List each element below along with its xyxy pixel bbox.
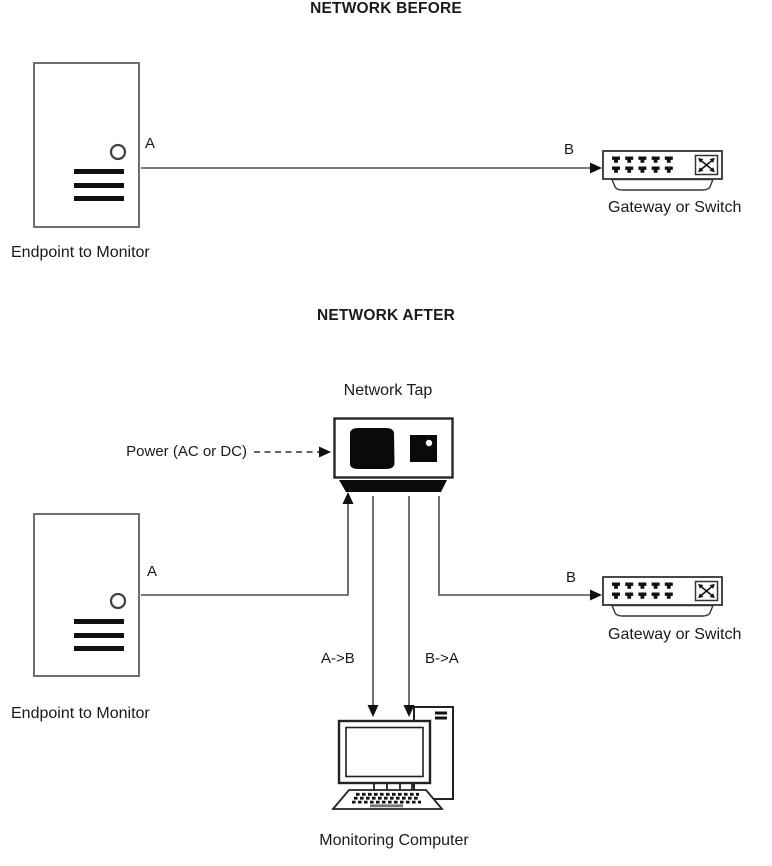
tap-to-monitor-ab-link [367,496,379,717]
monitor-stand [373,783,413,790]
before-switch-caption: Gateway or Switch [608,199,742,216]
tap-to-switch-link [438,496,602,601]
before-port-a-label: A [145,135,156,152]
monitoring-computer-icon [331,706,454,810]
flow-ba-label: B->A [425,650,459,667]
network-tap-icon [333,417,454,492]
power-label: Power (AC or DC) [126,443,247,460]
gateway-switch-icon [602,576,723,617]
switch-base [610,178,715,191]
arrowhead-right [319,446,331,458]
arrowhead-down [367,705,379,717]
monitor-screen [345,726,424,778]
before-port-b-label: B [564,141,575,158]
after-endpoint-caption: Endpoint to Monitor [11,705,150,722]
arrowhead-right [590,162,602,174]
arrowhead-down [403,705,415,717]
before-endpoint-to-switch-link [141,162,602,174]
after-port-b-label: B [566,569,577,586]
endpoint-tower-icon [33,513,140,677]
keyboard-keys [352,792,421,808]
arrowhead-up [342,492,354,504]
tap-led-glyph [425,439,433,447]
crossed-arrows-icon [694,154,719,176]
arrowhead-right [590,589,602,601]
after-switch-caption: Gateway or Switch [608,626,742,643]
switch-base [610,604,715,617]
crossed-arrows-icon [694,580,719,602]
endpoint-tower-icon [33,62,140,228]
gateway-switch-icon [602,150,723,191]
network-before-title: NETWORK BEFORE [310,0,462,17]
power-button-glyph [109,592,127,610]
before-endpoint-caption: Endpoint to Monitor [11,244,150,261]
after-endpoint-to-tap-link [141,492,354,596]
flow-ab-label: A->B [321,650,355,667]
network-after-title: NETWORK AFTER [316,307,456,324]
network-tap-caption: Network Tap [343,382,433,399]
tap-base [339,480,447,492]
tap-module-glyph [349,428,395,469]
after-port-a-label: A [147,563,158,580]
vent-bars-glyph [74,619,124,651]
tower-drive-bars [435,711,447,720]
monitor-caption: Monitoring Computer [319,832,469,849]
power-button-glyph [109,143,127,161]
power-link [254,446,331,458]
tap-port-glyph [410,435,437,462]
tap-to-monitor-ba-link [403,496,415,717]
vent-bars-glyph [74,169,124,201]
